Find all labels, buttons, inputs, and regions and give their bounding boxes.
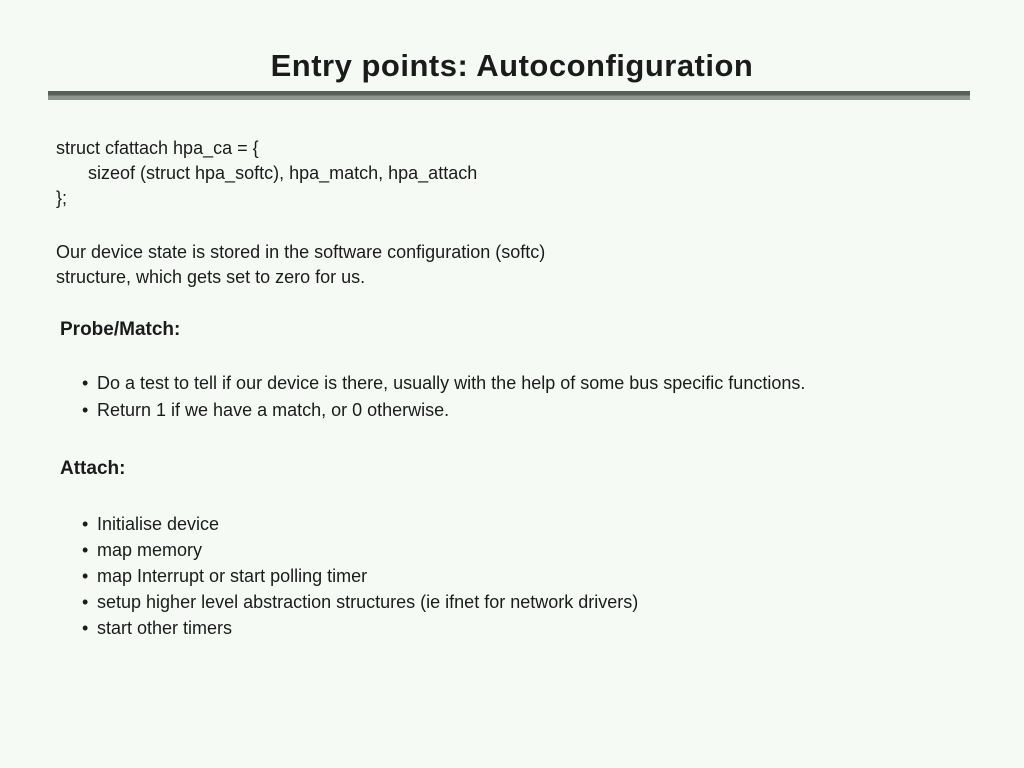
bullet-item: Initialise device — [82, 511, 984, 537]
paragraph-line: structure, which gets set to zero for us… — [56, 267, 366, 287]
bullet-item: setup higher level abstraction structure… — [82, 589, 984, 615]
slide-header: Entry points: Autoconfiguration — [0, 0, 1024, 100]
bullet-item: map memory — [82, 537, 984, 563]
probe-match-heading: Probe/Match: — [60, 319, 181, 340]
paragraph-line: Our device state is stored in the softwa… — [56, 242, 546, 262]
bullet-item: Return 1 if we have a match, or 0 otherw… — [82, 397, 984, 424]
title-rule — [48, 91, 970, 100]
bullet-item: Do a test to tell if our device is there… — [82, 370, 984, 397]
slide-title: Entry points: Autoconfiguration — [270, 48, 754, 83]
code-line: struct cfattach hpa_ca = { — [56, 138, 259, 158]
intro-paragraph: Our device state is stored in the softwa… — [56, 240, 984, 290]
code-line: sizeof (struct hpa_softc), hpa_match, hp… — [88, 163, 478, 183]
code-block: struct cfattach hpa_ca = { sizeof (struc… — [56, 136, 984, 211]
bullet-item: start other timers — [82, 615, 984, 641]
section-probe-match: Probe/Match: Do a test to tell if our de… — [56, 318, 984, 424]
bullet-item: map Interrupt or start polling timer — [82, 563, 984, 589]
probe-match-bullet-list: Do a test to tell if our device is there… — [56, 370, 984, 424]
slide-body: struct cfattach hpa_ca = { sizeof (struc… — [0, 100, 1024, 641]
section-attach: Attach: Initialise device map memory map… — [56, 457, 984, 641]
attach-bullet-list: Initialise device map memory map Interru… — [56, 511, 984, 641]
code-line: }; — [56, 188, 68, 208]
attach-heading: Attach: — [60, 458, 126, 479]
